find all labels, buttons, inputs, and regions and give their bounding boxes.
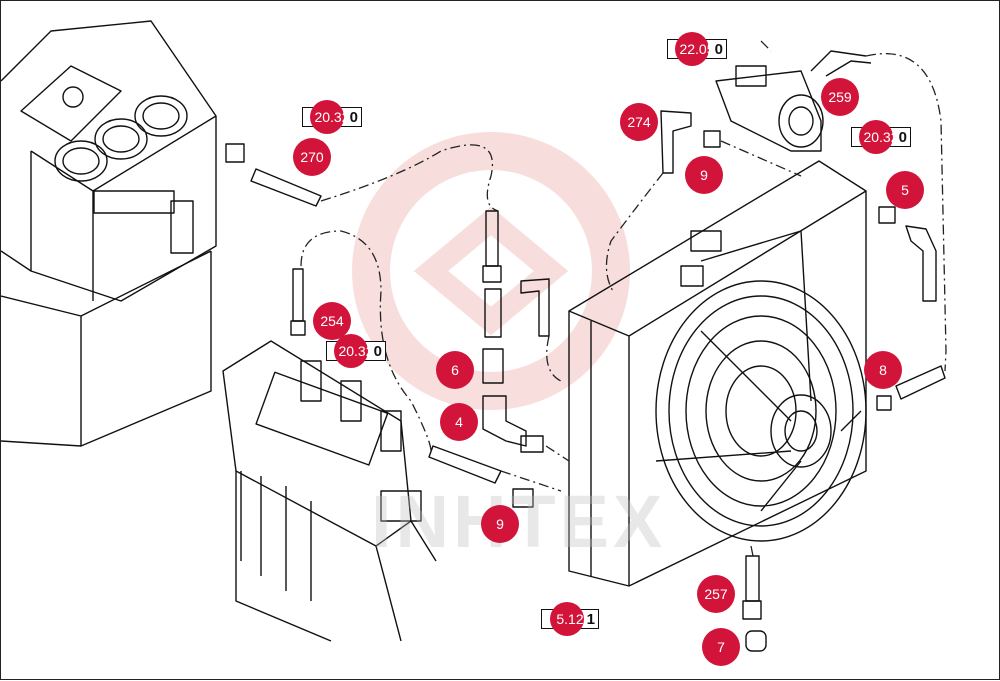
callout-257[interactable]: 257	[697, 575, 735, 613]
callout-254[interactable]: 254	[313, 302, 351, 340]
callout-9-top[interactable]: 9	[685, 156, 723, 194]
hose-routing-lines	[300, 40, 947, 557]
ref-box-label: 20.32	[338, 343, 374, 359]
callout-8[interactable]: 8	[864, 351, 902, 389]
ref-box-20-32-right[interactable]: 20.32 0	[851, 120, 911, 154]
control-valve-block	[222, 340, 437, 642]
oil-cooler	[568, 160, 867, 587]
callout-7[interactable]: 7	[702, 628, 740, 666]
gear-logo-background	[352, 132, 630, 410]
ref-box-suffix: 1	[586, 610, 595, 628]
callout-270[interactable]: 270	[293, 138, 331, 176]
ref-box-label: 20.32	[863, 129, 899, 145]
callout-274[interactable]: 274	[620, 103, 658, 141]
ref-box-label: 5.12	[556, 611, 584, 627]
ref-box-20-32-middle[interactable]: 20.32 0	[326, 334, 386, 368]
ref-box-5-12[interactable]: 5.12 1	[541, 602, 599, 636]
callout-6[interactable]: 6	[436, 351, 474, 389]
ref-box-20-32-top[interactable]: 20.32 0	[302, 100, 362, 134]
ref-box-22-05[interactable]: 22.05 0	[667, 32, 727, 66]
hydraulic-tank	[1, 20, 217, 447]
fan-motor	[715, 50, 872, 152]
ref-box-label: 20.32	[314, 109, 350, 125]
ref-box-suffix: 0	[898, 128, 907, 146]
callout-259[interactable]: 259	[821, 78, 859, 116]
hoses-and-fittings	[225, 110, 946, 652]
callout-4[interactable]: 4	[440, 403, 478, 441]
callout-9-bottom[interactable]: 9	[481, 505, 519, 543]
ref-box-label: 22.05	[679, 41, 715, 57]
ref-box-suffix: 0	[373, 342, 382, 360]
ref-box-suffix: 0	[714, 40, 723, 58]
ref-box-suffix: 0	[349, 108, 358, 126]
callout-5[interactable]: 5	[886, 171, 924, 209]
